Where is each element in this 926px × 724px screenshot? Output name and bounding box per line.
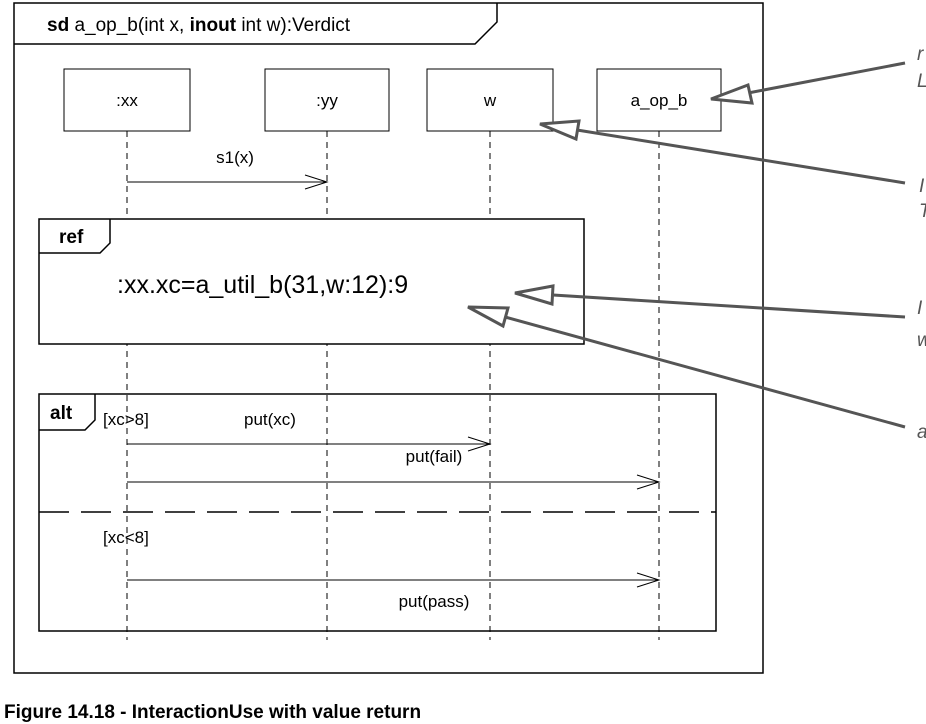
annotation-note-4-line1: a [917,422,926,443]
lifeline-xx-label: :xx [116,91,138,110]
sd-frame-title: sd a_op_b(int x, inout int w):Verdict [47,15,351,36]
lifeline-yy-label: :yy [316,91,338,110]
lifeline-a-op-b-label: a_op_b [631,91,688,110]
annotation-arrow-2-line [576,128,906,185]
alt-guard-1: [xc>8] [103,410,149,429]
annotation-arrow-1-line [747,61,906,95]
annotation-arrow-3-head [514,284,555,306]
annotation-arrow-3-line [552,293,906,319]
lifeline-w-label: w [483,91,497,110]
message-put-fail-arrowhead [636,474,661,490]
alt-fragment-operator: alt [50,403,73,424]
annotation-arrow-1-head [710,82,754,105]
sd-frame [13,2,764,674]
lifeline-xx [63,68,191,132]
message-put-xc-label: put(xc) [244,410,296,429]
message-put-xc-arrowhead [467,436,492,452]
message-put-pass-label: put(pass) [399,592,470,611]
ref-fragment-text: :xx.xc=a_util_b(31,w:12):9 [117,271,408,299]
ref-fragment-tab [39,219,111,254]
sd-frame-tab [14,3,498,45]
annotation-note-2-line1: I [919,176,925,197]
annotation-arrow-4-line [504,315,906,429]
ref-fragment [38,218,585,345]
annotation-arrow-4-head [467,305,510,329]
message-put-pass-arrowhead [636,572,661,588]
message-s1-arrowhead [304,174,329,190]
lifeline-w [426,68,554,132]
annotation-arrow-2-head [539,119,581,142]
annotation-note-3-line2: w [917,330,926,351]
annotation-note-3-line1: I [917,298,923,319]
message-s1-label: s1(x) [216,148,254,167]
annotation-note-2-line2: T [919,201,926,222]
alt-fragment-tab [39,394,96,431]
ref-fragment-operator: ref [59,227,84,248]
message-put-fail-label: put(fail) [406,447,463,466]
annotation-note-1-line1: r [917,44,924,65]
figure-caption: Figure 14.18 - InteractionUse with value… [4,702,422,723]
lifeline-yy [264,68,390,132]
alt-guard-2: [xc<8] [103,528,149,547]
annotation-note-1-line2: L [917,71,926,92]
